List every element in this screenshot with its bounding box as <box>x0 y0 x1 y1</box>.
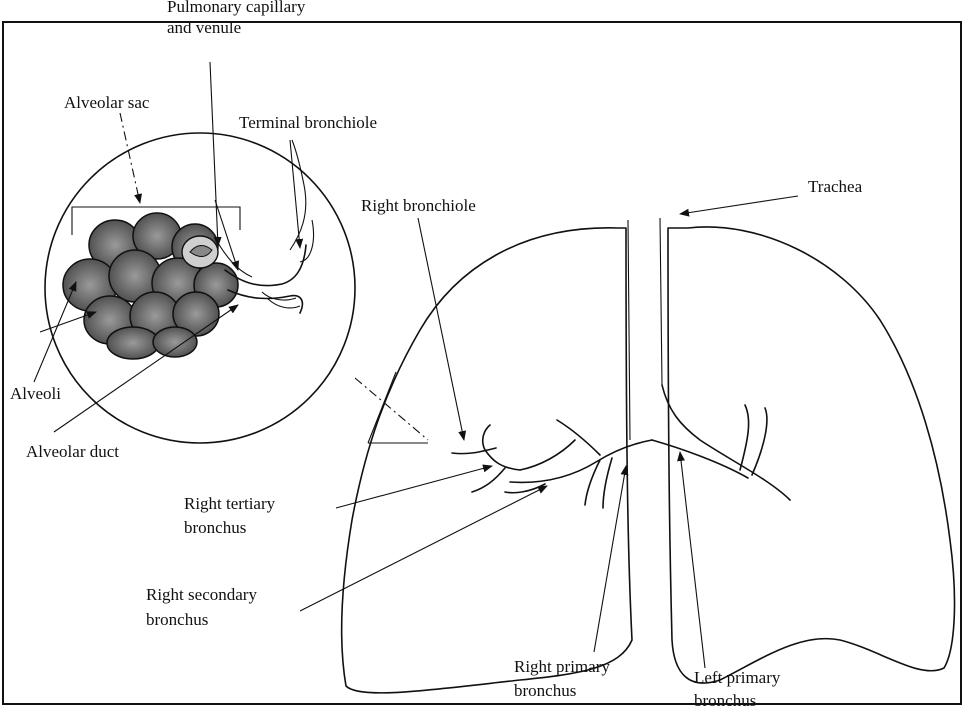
label-right-secondary-line2: bronchus <box>146 610 208 629</box>
pointer-trachea <box>680 196 798 214</box>
left-branch-b <box>752 408 767 475</box>
pointer-alveolar-sac <box>120 113 140 203</box>
alveolar-duct-tube-2 <box>228 290 302 313</box>
label-trachea: Trachea <box>808 177 863 196</box>
right-secondary-branch-2 <box>603 458 612 508</box>
left-bronchus-lower <box>652 440 748 478</box>
left-bronchus <box>662 385 790 500</box>
right-lung-outline <box>342 228 632 693</box>
label-alveoli: Alveoli <box>10 384 61 403</box>
pointer-right-secondary <box>300 486 547 611</box>
label-pulmonary-capillary-line1: Pulmonary capillary <box>167 0 306 16</box>
alveolus-magnified-inset <box>45 133 428 443</box>
right-tertiary-1 <box>483 425 520 470</box>
pointer-terminal-bronchiole <box>290 140 300 248</box>
label-pulmonary-capillary-line2: and venule <box>167 18 241 37</box>
label-alveolar-sac: Alveolar sac <box>64 93 150 112</box>
right-lower-twig <box>505 484 545 493</box>
label-alveolar-duct: Alveolar duct <box>26 442 119 461</box>
right-secondary-upper-2 <box>520 440 575 470</box>
pointer-pulmonary-capillary-2 <box>215 200 238 270</box>
right-bronchiole-twig <box>452 448 496 454</box>
pointer-pulmonary-capillary <box>210 62 218 246</box>
pointer-right-bronchiole <box>418 218 464 440</box>
right-tertiary-2 <box>472 468 505 492</box>
label-right-primary-line1: Right primary <box>514 657 610 676</box>
left-branch-a <box>740 405 749 470</box>
right-primary-bronchus-tube <box>510 440 652 482</box>
pointer-lines <box>34 62 798 668</box>
pointer-left-primary <box>680 452 705 668</box>
pointer-right-primary <box>594 466 626 652</box>
label-right-tertiary-line1: Right tertiary <box>184 494 276 513</box>
label-right-tertiary-line2: bronchus <box>184 518 246 537</box>
trachea-right-wall <box>660 218 662 385</box>
label-terminal-bronchiole: Terminal bronchiole <box>239 113 377 132</box>
trachea-left-wall <box>628 220 630 440</box>
label-right-secondary-line1: Right secondary <box>146 585 257 604</box>
label-right-bronchiole: Right bronchiole <box>361 196 476 215</box>
label-right-primary-line2: bronchus <box>514 681 576 700</box>
lungs <box>342 218 955 693</box>
alveoli-cluster <box>63 213 238 359</box>
label-left-primary-line2: bronchus <box>694 691 756 709</box>
label-left-primary-line1: Left primary <box>694 668 781 687</box>
left-lung-outline <box>668 227 955 683</box>
terminal-bronchiole-tube <box>290 140 306 250</box>
